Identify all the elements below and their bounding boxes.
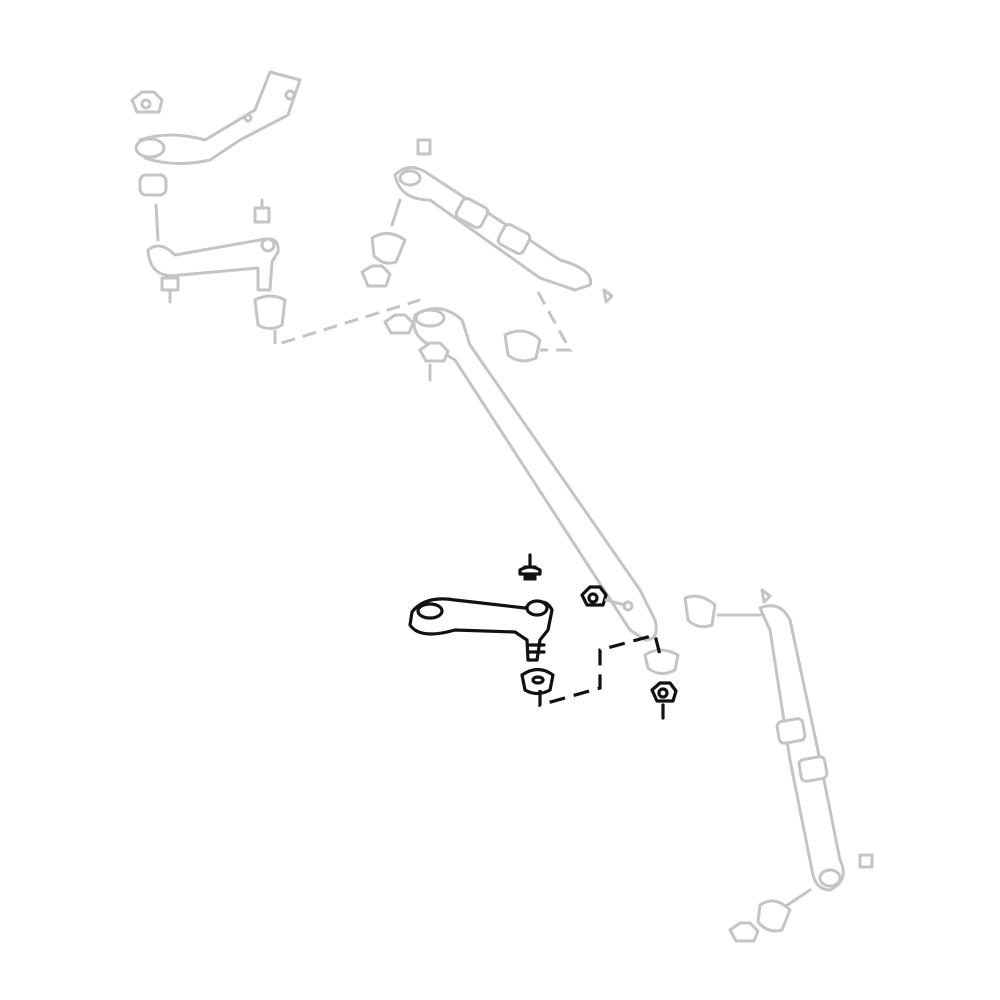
idler-bracket (134, 70, 302, 166)
center-link-stud-nut (643, 648, 680, 675)
center-link-nut (650, 681, 678, 720)
center-link (383, 307, 658, 642)
nut (130, 90, 164, 114)
bushing (138, 173, 168, 197)
pitman-bolt (518, 553, 542, 581)
tie-rod-upper (360, 138, 614, 304)
bolt (253, 198, 271, 224)
tie-rod-lower (683, 588, 874, 943)
idler-arm (146, 203, 287, 330)
pitman-arm (408, 597, 554, 662)
assembly-line (538, 633, 662, 708)
pitman-nut (580, 585, 627, 607)
pitman-boot (520, 667, 555, 696)
